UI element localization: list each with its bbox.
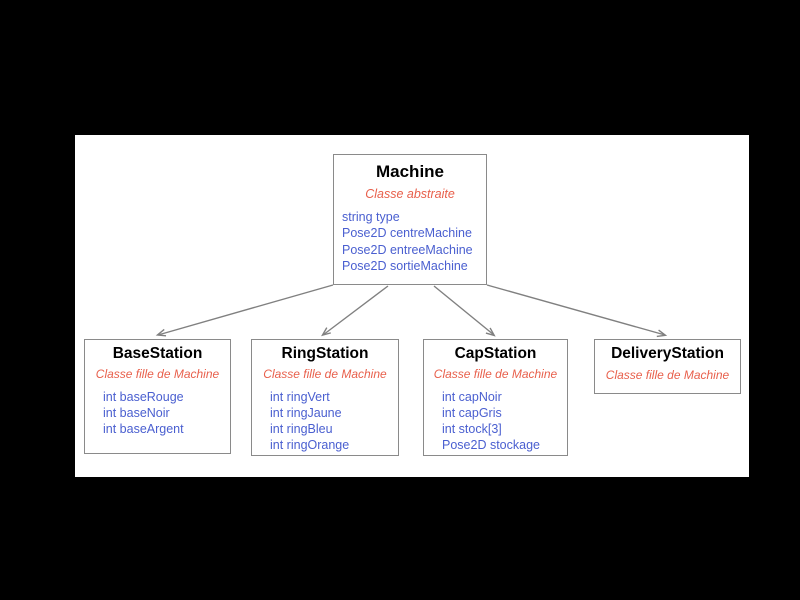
class-title: CapStation: [454, 345, 537, 362]
class-box-machine[interactable]: Machine Classe abstraite string type Pos…: [333, 154, 487, 285]
class-attribute: Pose2D sortieMachine: [342, 258, 468, 273]
class-attribute-list: int ringVert int ringJaune int ringBleu …: [252, 389, 398, 454]
class-stereotype: Classe fille de Machine: [605, 368, 730, 383]
class-attribute: int ringVert: [270, 389, 330, 404]
class-attribute: int ringBleu: [270, 422, 333, 437]
class-attribute: string type: [342, 210, 400, 225]
inheritance-connectors: [155, 284, 668, 338]
class-attribute: int stock[3]: [442, 422, 502, 437]
class-stereotype: Classe abstraite: [365, 187, 455, 202]
connector-machine-to-deliverystation: [486, 284, 668, 338]
connector-machine-to-capstation: [433, 285, 496, 337]
class-title: RingStation: [281, 345, 369, 362]
class-stereotype: Classe fille de Machine: [433, 367, 558, 382]
class-stereotype: Classe fille de Machine: [95, 367, 220, 382]
class-title: Machine: [375, 162, 445, 181]
class-attribute-list: int baseRouge int baseNoir int baseArgen…: [85, 389, 230, 438]
class-box-basestation[interactable]: BaseStation Classe fille de Machine int …: [84, 339, 231, 454]
connector-machine-to-basestation: [155, 284, 334, 337]
class-box-ringstation[interactable]: RingStation Classe fille de Machine int …: [251, 339, 399, 456]
class-attribute: Pose2D centreMachine: [342, 226, 472, 241]
class-attribute: int baseRouge: [103, 389, 184, 404]
class-title: DeliveryStation: [611, 345, 724, 362]
class-attribute: int capGris: [442, 405, 502, 420]
diagram-canvas: Machine Classe abstraite string type Pos…: [75, 135, 749, 477]
class-box-capstation[interactable]: CapStation Classe fille de Machine int c…: [423, 339, 568, 456]
class-attribute: int capNoir: [442, 389, 502, 404]
class-box-deliverystation[interactable]: DeliveryStation Classe fille de Machine: [594, 339, 741, 394]
class-title: BaseStation: [112, 345, 203, 362]
class-attribute-list: string type Pose2D centreMachine Pose2D …: [334, 209, 486, 274]
class-attribute: Pose2D entreeMachine: [342, 242, 473, 257]
class-attribute: int ringJaune: [270, 405, 342, 420]
class-attribute: int baseArgent: [103, 422, 184, 437]
class-stereotype: Classe fille de Machine: [263, 367, 387, 382]
class-attribute-list: int capNoir int capGris int stock[3] Pos…: [424, 389, 567, 454]
class-attribute: Pose2D stockage: [442, 438, 540, 453]
class-attribute: int ringOrange: [270, 438, 350, 453]
connector-machine-to-ringstation: [321, 285, 389, 337]
class-attribute: int baseNoir: [103, 405, 170, 420]
